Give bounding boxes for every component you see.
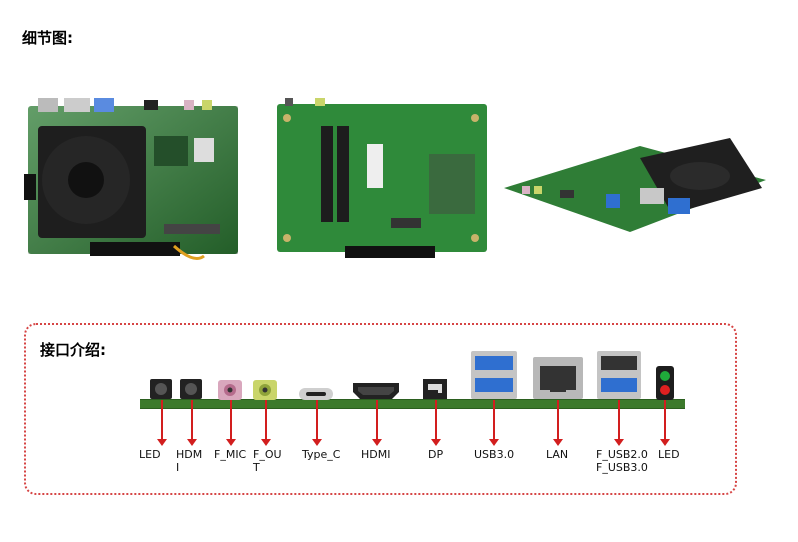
detail-section-title: 细节图: bbox=[22, 29, 73, 47]
label-hdmi: HDMI bbox=[361, 448, 391, 461]
ports-section-panel: 接口介绍: bbox=[24, 323, 737, 495]
led-left-port bbox=[149, 378, 173, 400]
arrow-f-out bbox=[261, 400, 271, 446]
board-top-view-image bbox=[24, 96, 248, 268]
arrow-f-mic bbox=[226, 400, 236, 446]
arrow-lan bbox=[553, 400, 563, 446]
arrow-type-c bbox=[312, 400, 322, 446]
label-hdmi-small: HDM I bbox=[176, 448, 203, 474]
arrow-led-right bbox=[660, 400, 670, 446]
label-led-left: LED bbox=[139, 448, 161, 461]
lan-port bbox=[532, 356, 584, 400]
ports-section-title: 接口介绍: bbox=[40, 341, 106, 359]
label-led-right: LED bbox=[658, 448, 680, 461]
dp-port bbox=[422, 378, 448, 400]
led-right-indicator bbox=[656, 366, 674, 400]
board-bottom-view-image bbox=[275, 98, 491, 258]
arrow-led-left bbox=[157, 400, 167, 446]
f-mic-jack bbox=[218, 380, 242, 400]
arrow-usb30 bbox=[489, 400, 499, 446]
pcb-edge-strip bbox=[140, 399, 685, 409]
label-type-c: Type_C bbox=[302, 448, 341, 461]
usb30-port bbox=[470, 350, 518, 400]
label-dp: DP bbox=[428, 448, 444, 461]
f-usb-port bbox=[596, 350, 642, 400]
label-f-usb: F_USB2.0 F_USB3.0 bbox=[596, 448, 648, 474]
f-out-jack bbox=[253, 380, 277, 400]
arrow-hdmi bbox=[372, 400, 382, 446]
arrow-hdmi-small bbox=[187, 400, 197, 446]
arrow-dp bbox=[431, 400, 441, 446]
hdmi-small-port bbox=[179, 378, 203, 400]
label-lan: LAN bbox=[546, 448, 569, 461]
arrow-f-usb bbox=[614, 400, 624, 446]
label-usb30: USB3.0 bbox=[474, 448, 515, 461]
hdmi-port bbox=[352, 382, 400, 400]
type-c-port bbox=[298, 386, 334, 400]
board-angled-view-image bbox=[500, 128, 768, 238]
label-f-out: F_OU T bbox=[253, 448, 282, 474]
label-f-mic: F_MIC bbox=[214, 448, 247, 461]
